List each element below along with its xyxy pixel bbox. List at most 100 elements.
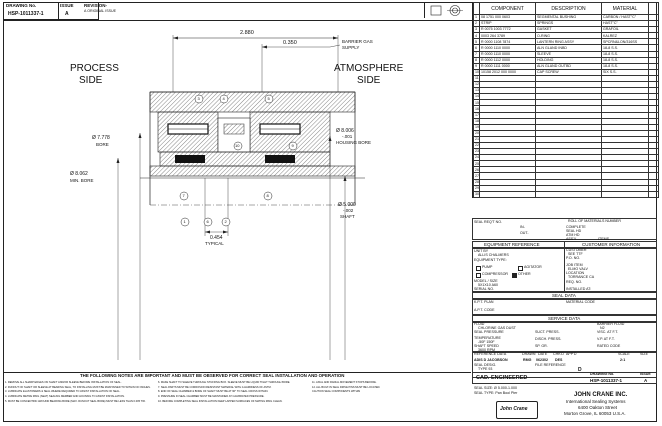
notes-mid: 6. MAKE SHAFT TO SLEEVE THROUGH STUFFING…: [158, 381, 308, 404]
balloon-6: 6: [206, 219, 209, 224]
bom-cell-n: 17: [473, 111, 480, 119]
bom-row: 17: [473, 111, 659, 119]
scale-value: 2:1: [620, 358, 626, 362]
bom-cell-n: 12: [473, 81, 480, 89]
top-rule: [3, 20, 472, 21]
agitator-label: AGITATOR: [524, 265, 542, 269]
drawn-by-value: ADIS D JACOBSON: [474, 358, 508, 362]
bom-cell-n: 25: [473, 160, 480, 168]
barrier-fluid-value: N2: [600, 326, 605, 330]
shaft-dim: Ø 5.000: [338, 202, 356, 208]
material-code-label: MATERIAL CODE: [566, 300, 595, 304]
size-label: SIZE: [640, 352, 648, 356]
seal-desig-value: TYPE 93: [478, 367, 493, 371]
balloon-2: 2: [224, 219, 227, 224]
installed-at-label: INSTALLED AT:: [566, 287, 592, 291]
scale-label: SCALE: [618, 352, 630, 356]
bom-col-qty: [648, 2, 659, 15]
model-size-value: 5X1X10 A60: [478, 283, 498, 287]
housing-tol: -.001: [342, 134, 353, 139]
other-checkbox[interactable]: [512, 273, 517, 278]
reference-block: [472, 352, 657, 378]
kp-label: K.P.T. PLAN: [474, 300, 494, 304]
note-line: 9. PRESSURE IN SEAL CHAMBER MUST BE MAIN…: [158, 395, 265, 399]
bom-cell-n: 27: [473, 172, 480, 180]
bom-cell-n: 26: [473, 166, 480, 174]
location-value: TORRANCE CA: [568, 275, 595, 279]
cad-engineered: CAD. ENGINEERED: [476, 375, 528, 381]
seal-size: SEAL SIZE: Ø 5.000-1.000: [474, 386, 518, 390]
agitator-checkbox[interactable]: [518, 266, 523, 271]
dwg-no2-value: 062302: [536, 358, 548, 362]
typical-dim: 0.454: [210, 235, 223, 241]
seal-type: SEAL TYPE: Pan Bool Pier: [474, 391, 518, 395]
bom-cell-n: 19: [473, 123, 480, 131]
pump-label: PUMP: [482, 265, 493, 269]
notes-left: 1. REMOVE ALL SHARP EDGES ON SHAFT AND/O…: [5, 381, 155, 404]
min-bore-label: MIN. BORE: [70, 178, 94, 183]
asst-label: ASS'Y: [566, 237, 577, 241]
atm-hd-label: ATM HD: [566, 233, 580, 237]
balloon-7: 7: [182, 193, 185, 198]
bom-cell-n: 23: [473, 148, 480, 156]
customer-value: SEE TTF: [568, 252, 583, 256]
serial-label: SERIAL NO.: [474, 287, 495, 291]
vp-label: V.P. AT F.T.: [597, 337, 615, 341]
pump-checkbox[interactable]: [476, 266, 481, 271]
projection-symbol: [424, 3, 471, 18]
seal-data-header: [472, 292, 657, 299]
rmg-value: RMG: [523, 358, 532, 362]
seal-hd-label: SEAL HD: [566, 229, 582, 233]
equip-divider: [564, 241, 565, 292]
drawing-frame: [3, 2, 657, 422]
footer-drawing-no-label: DRAWING No.: [590, 372, 615, 376]
note-line: 11. AXIAL AND RADIAL MOVEMENT STOPS BEFO…: [312, 381, 377, 384]
bom-cell-desc: [535, 190, 602, 198]
seal-req-label: SEAL REQ'T NO.: [474, 220, 503, 224]
bom-cell-n: 21: [473, 135, 480, 143]
footer-drawing-no: HSP-1011337-1: [590, 378, 623, 383]
balloon-5: 5: [267, 96, 270, 101]
bom-cell-n: 24: [473, 154, 480, 162]
cust-info-title: CUSTOMER INFORMATION: [582, 241, 641, 247]
size-value: D: [578, 367, 582, 373]
company-line-2: International Sealing Systems: [566, 399, 626, 404]
john-crane-logo: John Crane: [496, 401, 538, 419]
note-line: 12. ALL BUILT-IN SEAL DRIVE PINS MUST BE…: [312, 385, 381, 389]
service-data-header: [472, 315, 657, 322]
bom-cell-n: 16: [473, 105, 480, 113]
company-line-3: 6400 Oakton Street: [578, 405, 618, 410]
balloon-10: 10: [235, 143, 240, 148]
dim-350: 0.350: [283, 40, 297, 46]
bom-cell-mat: [601, 190, 649, 198]
barrier-fluid-label: BARRIER FLUID: [597, 322, 625, 326]
bom-cell-n: 10: [473, 68, 480, 76]
seal-desig-label: SEAL DESIG.: [474, 363, 497, 367]
bom-cell-n: 11: [473, 74, 480, 83]
reference-data-label: REFERENCE DATA: [474, 352, 507, 356]
bom-col-material: MATERIAL: [601, 2, 649, 15]
location-label: LOCATION: [566, 271, 585, 275]
job-item-value: ELMO VALV: [568, 267, 588, 271]
note-line: 10. BEFORE COMPLETING SEAL INSTALLATION …: [158, 399, 283, 403]
service-data-block: [472, 322, 657, 352]
disch-press-label: DISCH. PRESS.: [535, 337, 562, 341]
header-revision-text: A ORIGINAL ISSUE: [84, 9, 117, 13]
out-label: OUT-: [520, 231, 529, 235]
compressor-checkbox[interactable]: [476, 273, 481, 278]
customer-label: CUSTOMER: [566, 248, 587, 252]
model-size-label: MODEL / SIZE: [474, 279, 498, 283]
shaft-speed-label: SHAFT SPEED: [474, 344, 499, 348]
po-label: P.O. NO.: [566, 256, 581, 260]
temperature-label: TEMPERATURE: [474, 336, 501, 340]
bom-cell-n: 18: [473, 117, 480, 125]
bom-row: 30: [473, 190, 659, 198]
service-data-title: SERVICE DATA: [548, 315, 581, 321]
atmosphere-side-title-1: ATMOSPHERE: [334, 63, 404, 74]
notes-title: THE FOLLOWING NOTES ARE IMPORTANT AND MU…: [80, 373, 345, 378]
note-line: 7. SEAL PARTS MUST BE CORROSION RESISTAN…: [158, 385, 272, 389]
shaft-speed-value: 3600 RPM: [478, 347, 495, 352]
housing-label: HOUSING BORE: [336, 140, 372, 145]
